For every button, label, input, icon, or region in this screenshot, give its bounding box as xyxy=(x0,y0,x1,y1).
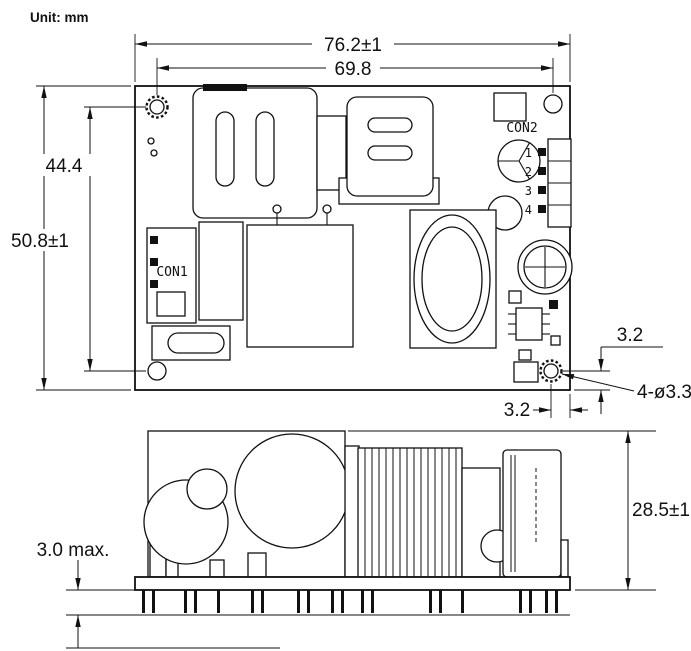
capacitor-side xyxy=(186,468,228,510)
mounting-hole-top-left xyxy=(145,95,169,119)
cross-slotted-component xyxy=(517,239,573,295)
inductor-side xyxy=(234,433,350,549)
ic-cluster xyxy=(508,290,561,383)
electrolytic-capacitor-side xyxy=(502,449,562,578)
unit-note: Unit: mm xyxy=(30,10,89,25)
pin-number-3: 3 xyxy=(525,184,532,198)
pcb-outline-side xyxy=(134,576,571,591)
component-block xyxy=(493,92,527,122)
con2-connector: CON2 1 2 3 4 xyxy=(506,121,572,228)
pin-pad-2 xyxy=(538,167,546,175)
dim-hole-span-y: 44.4 xyxy=(46,156,83,177)
pin-pad-4 xyxy=(538,205,546,213)
component-side xyxy=(247,552,267,578)
dim-side-height: 28.5±1 xyxy=(632,500,690,521)
solder-pad xyxy=(147,137,155,145)
dim-hole-span-x: 69.8 xyxy=(335,59,372,80)
side-view-dimensions: 28.5±1 3.0 max. xyxy=(37,430,690,649)
pin-number-4: 4 xyxy=(525,203,532,217)
dim-overall-height: 50.8±1 xyxy=(11,231,69,252)
pin-pad-1 xyxy=(538,148,546,156)
component-rect-b xyxy=(246,204,354,348)
dim-hole-edge-bottom: 3.2 xyxy=(504,400,530,421)
con2-label: CON2 xyxy=(506,121,537,136)
top-view-dimensions: 76.2±1 69.8 50.8±1 44.4 3.2 4-ø3.3 xyxy=(2,33,691,421)
con1-connector: CON1 xyxy=(146,227,197,324)
pin-number-2: 2 xyxy=(525,165,532,179)
mounting-hole-bottom-right xyxy=(539,359,563,383)
con1-label: CON1 xyxy=(156,265,187,280)
top-view: CON2 1 2 3 4 CON1 xyxy=(134,84,573,391)
heatsink-side xyxy=(357,447,463,578)
pcb-pins xyxy=(142,590,558,613)
bottom-left-component xyxy=(151,325,231,361)
side-view xyxy=(66,430,571,616)
pin-pad-3 xyxy=(538,186,546,194)
mounting-hole-top-right xyxy=(543,94,563,114)
three-spoke-component xyxy=(497,139,541,183)
mounting-hole-bottom-left xyxy=(147,361,167,381)
solder-pad xyxy=(150,149,158,157)
capacitor-top-view xyxy=(409,209,497,349)
pin-number-1: 1 xyxy=(525,146,532,160)
dim-pin-length: 3.0 max. xyxy=(37,540,110,561)
transformer-1 xyxy=(192,84,318,219)
component-side xyxy=(209,559,225,578)
dim-overall-width: 76.2±1 xyxy=(324,35,382,56)
dim-hole-edge-right: 3.2 xyxy=(617,325,643,346)
transformer-2 xyxy=(338,96,440,205)
component-rect-a xyxy=(198,221,244,321)
dim-hole-note: 4-ø3.3 xyxy=(637,382,691,403)
component-side xyxy=(344,445,360,578)
component-side xyxy=(560,539,569,578)
